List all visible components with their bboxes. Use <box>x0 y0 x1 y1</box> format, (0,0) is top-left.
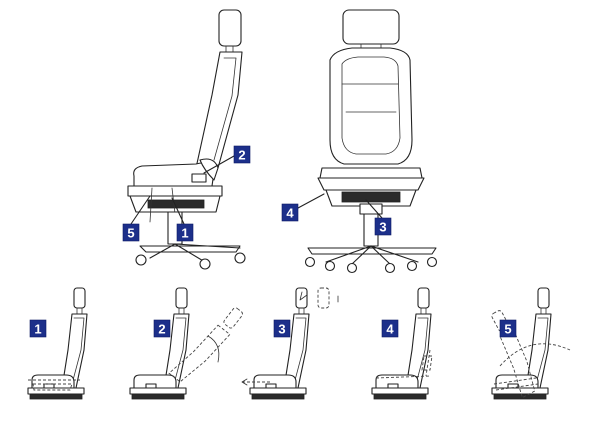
side-view-seat <box>127 9 246 270</box>
adjustment-panel-5: 5 <box>491 287 571 400</box>
panel-3-label: 3 <box>278 322 285 337</box>
callout-2-label: 2 <box>238 148 245 163</box>
callout-2: 2 <box>203 145 251 174</box>
panel-2-label: 2 <box>158 322 165 337</box>
callout-3: 3 <box>365 199 392 236</box>
adjustment-panel-1: 1 <box>27 287 88 400</box>
front-view-seat <box>304 9 438 274</box>
callout-1-label: 1 <box>181 226 188 241</box>
callout-5-label: 5 <box>127 226 134 241</box>
adjustment-panel-2: 2 <box>129 287 243 400</box>
panel-4-label: 4 <box>386 322 394 337</box>
callout-4: 4 <box>281 193 325 222</box>
adjustment-panel-3: 3 <box>241 287 339 400</box>
panel-5-label: 5 <box>504 322 511 337</box>
callout-5: 5 <box>122 195 151 242</box>
callout-4-label: 4 <box>286 206 294 221</box>
callout-1: 1 <box>171 197 194 242</box>
panel-1-label: 1 <box>34 322 41 337</box>
adjustment-panel-4: 4 <box>371 287 433 400</box>
callout-3-label: 3 <box>379 220 386 235</box>
